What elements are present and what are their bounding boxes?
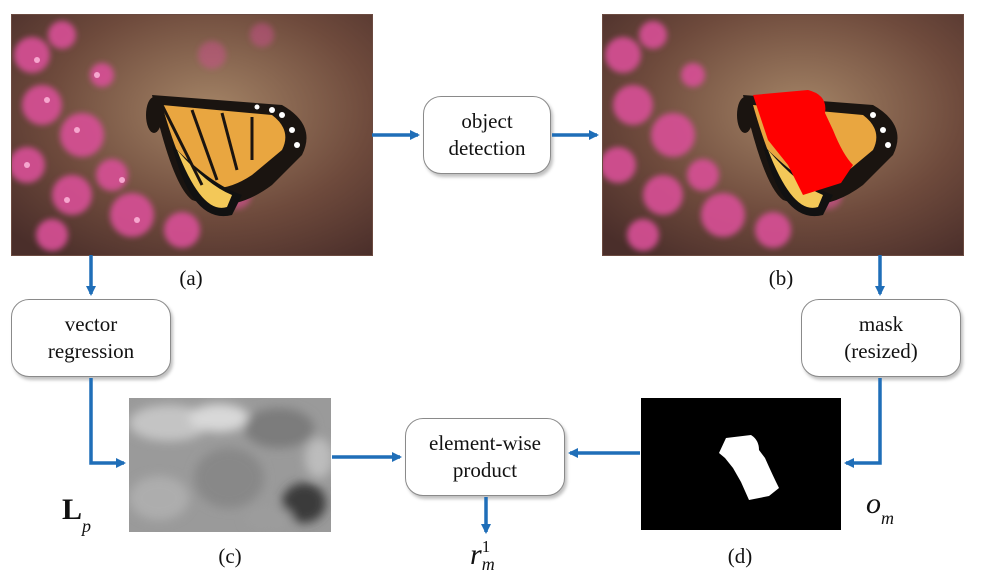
- mask-overlay: [753, 90, 853, 195]
- regression-map-c: [129, 398, 331, 532]
- arrow-regression-to-c: [89, 378, 126, 468]
- symbol-r-m-1: r 1 m: [470, 536, 495, 574]
- binary-mask-d: [641, 398, 841, 530]
- butterfly-image: [12, 15, 372, 255]
- vector-regression-box: vector regression: [11, 299, 171, 377]
- mask-image: [719, 435, 779, 500]
- detection-photo-b: [602, 14, 964, 256]
- symbol-L-p: Lp: [62, 493, 92, 536]
- object-detection-box: object detection: [423, 96, 551, 174]
- input-photo-a: [11, 14, 373, 256]
- butterfly-detected-image: [603, 15, 963, 255]
- symbol-o-m: om: [866, 487, 894, 528]
- grayscale-map: [129, 398, 331, 532]
- arrow-mask-to-d: [844, 378, 882, 468]
- caption-d: (d): [727, 544, 753, 568]
- caption-c: (c): [218, 544, 242, 568]
- element-wise-product-box: element-wise product: [405, 418, 565, 496]
- caption-a: (a): [179, 266, 203, 290]
- mask-resized-box: mask (resized): [801, 299, 961, 377]
- caption-b: (b): [768, 266, 794, 290]
